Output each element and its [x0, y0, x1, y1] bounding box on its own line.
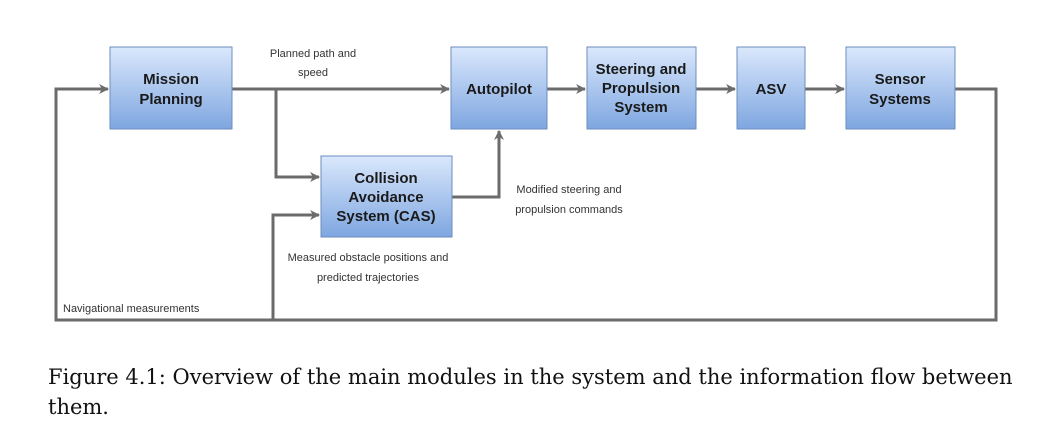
node-label: ASV — [756, 81, 787, 98]
node-label: Sensor — [875, 71, 926, 88]
node-label: System (CAS) — [336, 208, 435, 225]
edge-sensor-to-cas — [271, 210, 320, 320]
node-label: Avoidance — [348, 189, 423, 206]
node-label: Mission — [143, 71, 199, 88]
edge-label-modified-commands: Modified steering and — [516, 184, 621, 196]
edge-feedback-to-mission — [54, 84, 998, 322]
edge-label-obstacle-positions: predicted trajectories — [317, 272, 420, 284]
system-diagram: Mission Planning Autopilot Steering and … — [54, 46, 998, 322]
node-steering-propulsion: Steering and Propulsion System — [586, 46, 697, 130]
node-label: Autopilot — [466, 81, 532, 98]
edge-cas-to-autopilot — [452, 130, 504, 199]
edge-mission-to-cas — [274, 89, 320, 182]
node-label: Propulsion — [602, 80, 680, 97]
edge-label-modified-commands: propulsion commands — [515, 204, 623, 216]
node-mission-planning: Mission Planning — [109, 46, 233, 130]
node-autopilot: Autopilot — [450, 46, 548, 130]
node-label: Collision — [354, 170, 417, 187]
edge-label-planned-path: Planned path and — [270, 48, 356, 60]
node-collision-avoidance: Collision Avoidance System (CAS) — [320, 155, 453, 238]
edge-label-planned-path: speed — [298, 67, 328, 79]
node-label: Systems — [869, 91, 931, 108]
node-label: System — [614, 99, 667, 116]
figure-caption: Figure 4.1: Overview of the main modules… — [48, 365, 1013, 419]
node-label: Steering and — [596, 61, 687, 78]
edge-label-navigational: Navigational measurements — [63, 303, 200, 315]
node-sensor-systems: Sensor Systems — [845, 46, 956, 130]
edge-label-obstacle-positions: Measured obstacle positions and — [288, 252, 449, 264]
node-asv: ASV — [736, 46, 806, 130]
node-label: Planning — [139, 91, 202, 108]
